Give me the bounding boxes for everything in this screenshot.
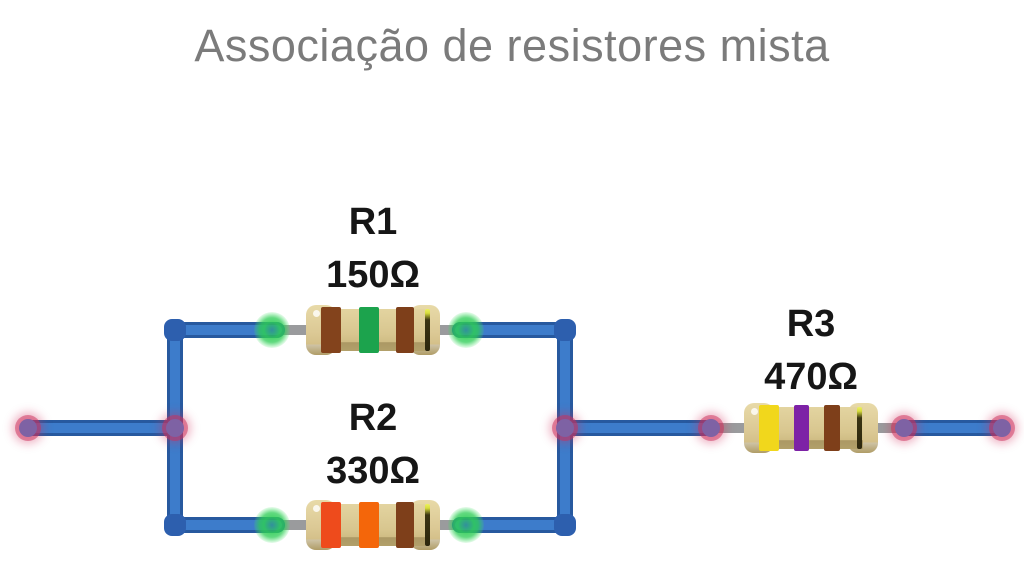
terminal-node-r3-right[interactable]	[895, 419, 913, 437]
wire-input-left[interactable]	[24, 420, 182, 436]
connection-point-r2-right[interactable]	[448, 507, 484, 543]
terminal-node-r3-left[interactable]	[702, 419, 720, 437]
color-band-orange	[359, 502, 379, 548]
wire-joint-top-left[interactable]	[164, 319, 186, 341]
resistor-r1-value: 150Ω	[326, 254, 420, 296]
color-band-brown	[396, 502, 414, 548]
color-band-yellow	[759, 405, 779, 451]
color-band-green	[359, 307, 379, 353]
connection-point-r1-right[interactable]	[448, 312, 484, 348]
color-band-gold	[425, 504, 430, 546]
body-highlight-dot	[313, 505, 320, 512]
wire-joint-bottom-right[interactable]	[554, 514, 576, 536]
wire-joint-top-right[interactable]	[554, 319, 576, 341]
color-band-gold	[857, 407, 862, 449]
resistor-r3-value: 470Ω	[764, 356, 858, 398]
terminal-node-output-end[interactable]	[993, 419, 1011, 437]
wire-middle-to-r3[interactable]	[557, 420, 719, 436]
connection-point-r1-left[interactable]	[254, 312, 290, 348]
junction-node-right[interactable]	[556, 419, 574, 437]
page-title: Associação de resistores mista	[194, 20, 830, 71]
resistor-r2-name: R2	[348, 397, 398, 439]
color-band-gold	[425, 309, 430, 351]
color-band-brown	[321, 307, 341, 353]
color-band-brown	[824, 405, 840, 451]
connection-point-r2-left[interactable]	[254, 507, 290, 543]
junction-node-left[interactable]	[166, 419, 184, 437]
wire-joint-bottom-left[interactable]	[164, 514, 186, 536]
color-band-violet	[794, 405, 809, 451]
resistor-r2[interactable]	[306, 500, 440, 550]
resistor-r2-value: 330Ω	[326, 450, 420, 492]
body-highlight-dot	[313, 310, 320, 317]
body-highlight-dot	[751, 408, 758, 415]
color-band-orange	[321, 502, 341, 548]
terminal-node-input-end[interactable]	[19, 419, 37, 437]
resistor-r3-lead-right	[858, 423, 906, 433]
resistor-r3-name: R3	[786, 303, 836, 345]
resistor-r1-name: R1	[348, 201, 398, 243]
wire-output-right[interactable]	[898, 420, 1004, 436]
color-band-brown	[396, 307, 414, 353]
resistor-r1[interactable]	[306, 305, 440, 355]
resistor-r3[interactable]	[744, 403, 878, 453]
resistor-r3-lead-left	[704, 423, 756, 433]
